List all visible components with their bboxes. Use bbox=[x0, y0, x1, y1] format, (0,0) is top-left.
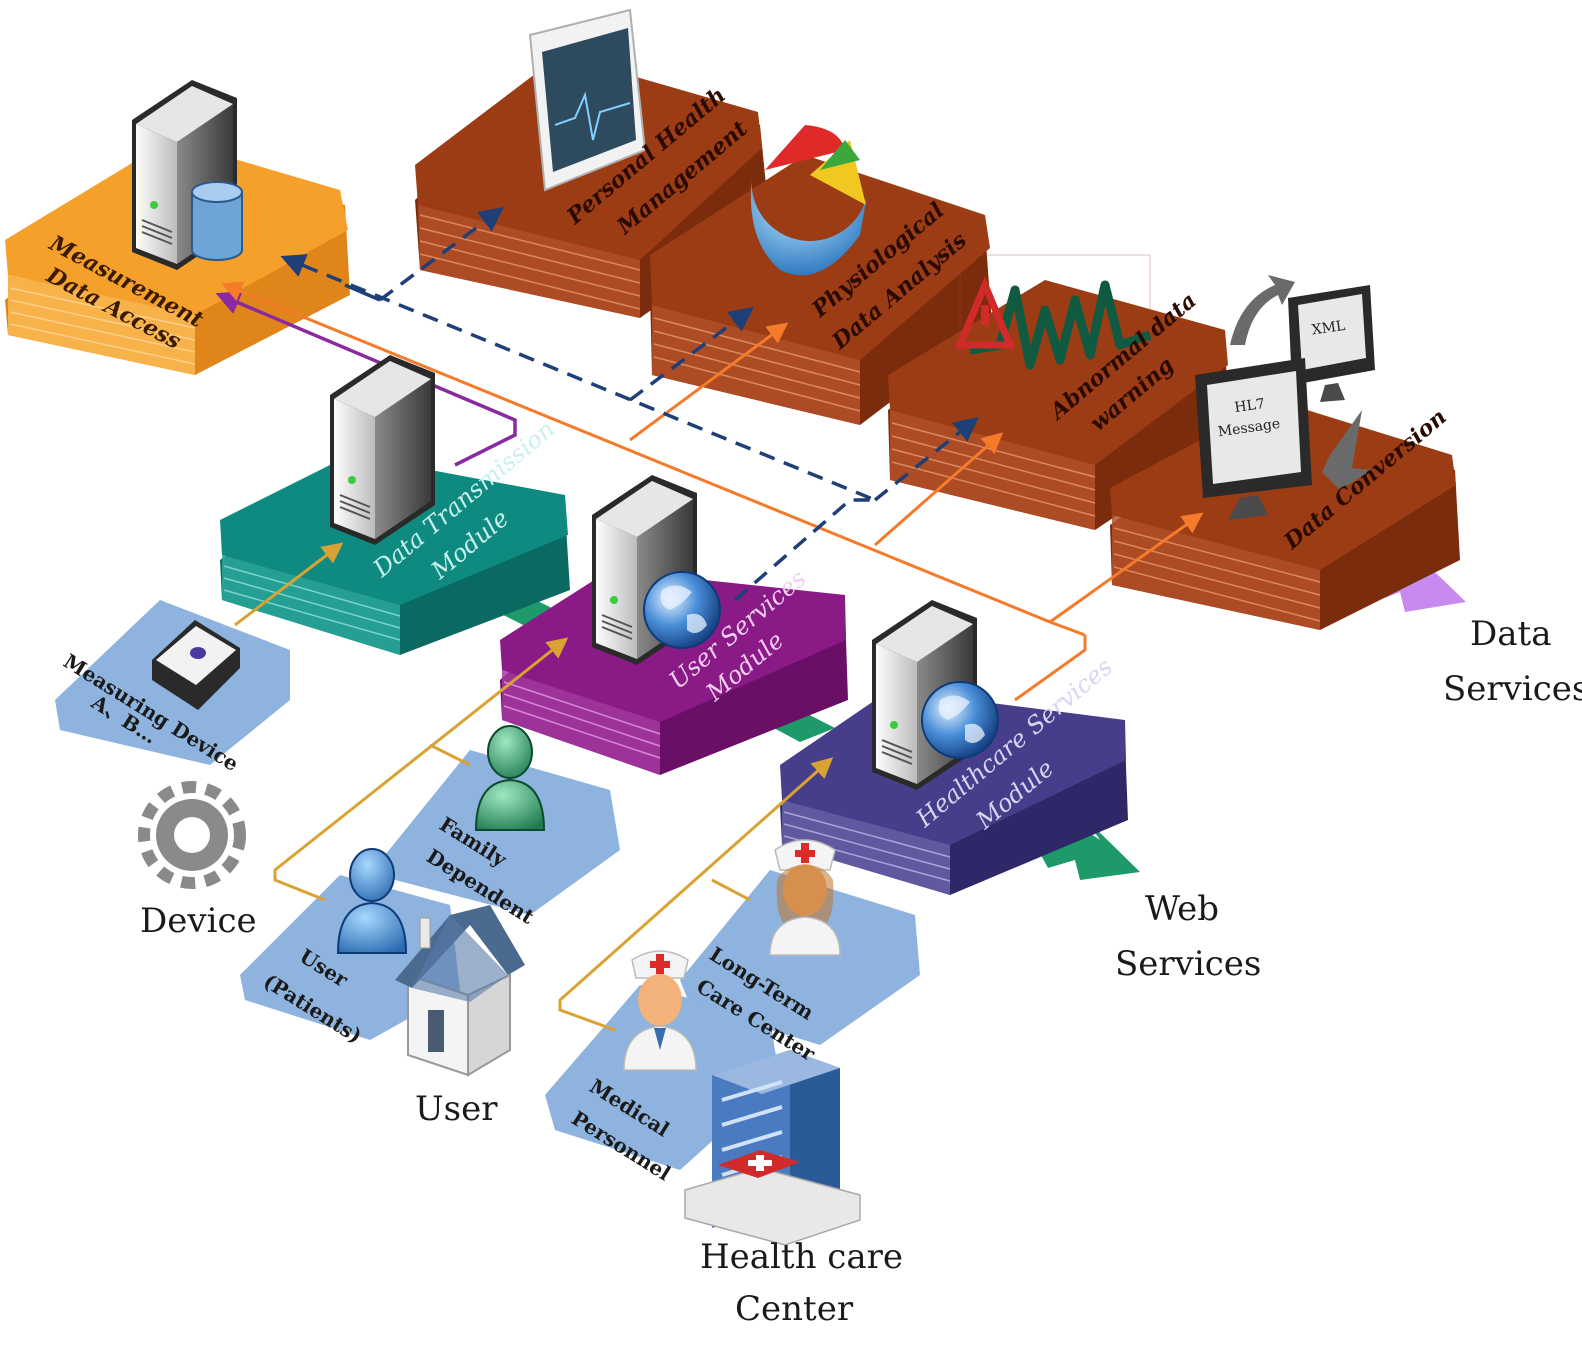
tile-long-term bbox=[680, 870, 920, 1045]
server-icon bbox=[330, 355, 435, 545]
pie-chart-icon bbox=[750, 125, 868, 276]
label-health-care-1: Health care bbox=[700, 1237, 903, 1277]
conversion-arrow-icon bbox=[1230, 275, 1372, 490]
hl7-screen-text-1: HL7 bbox=[1233, 396, 1265, 416]
plate-healthcare-services bbox=[780, 690, 1128, 895]
xml-monitor-icon: XML bbox=[1288, 285, 1375, 402]
globe-icon bbox=[643, 571, 721, 649]
database-icon bbox=[191, 181, 243, 261]
house-icon bbox=[395, 905, 525, 1077]
doctor-icon bbox=[623, 950, 697, 1071]
label-device: Device bbox=[140, 901, 257, 941]
measuring-device-icon bbox=[152, 620, 240, 710]
xml-screen-text: XML bbox=[1311, 318, 1347, 339]
ecg-monitor-icon bbox=[528, 8, 647, 192]
family-person-icon bbox=[474, 725, 546, 831]
tile-user bbox=[240, 875, 460, 1040]
hl7-monitor-icon: HL7 Message bbox=[1195, 358, 1312, 520]
purple-link bbox=[215, 291, 517, 467]
nurse-icon bbox=[769, 839, 841, 956]
label-web-services-2: Services bbox=[1115, 944, 1261, 984]
gold-links bbox=[234, 542, 834, 1032]
label-user-group: User bbox=[415, 1089, 498, 1129]
gear-icon bbox=[138, 781, 246, 889]
orange-links bbox=[221, 281, 1204, 702]
plate-abnormal bbox=[888, 280, 1230, 530]
label-web-services-1: Web bbox=[1145, 889, 1219, 929]
navy-dashed-links bbox=[280, 207, 979, 602]
label-data-services-1: Data bbox=[1470, 614, 1551, 654]
globe-icon bbox=[921, 681, 999, 759]
label-health-care-2: Center bbox=[735, 1289, 854, 1329]
tile-family bbox=[385, 750, 620, 915]
warning-ecg-icon bbox=[954, 254, 1152, 396]
label-data-services-2: Services bbox=[1443, 669, 1582, 709]
user-person-icon bbox=[336, 848, 408, 954]
hospital-icon bbox=[684, 1050, 861, 1246]
